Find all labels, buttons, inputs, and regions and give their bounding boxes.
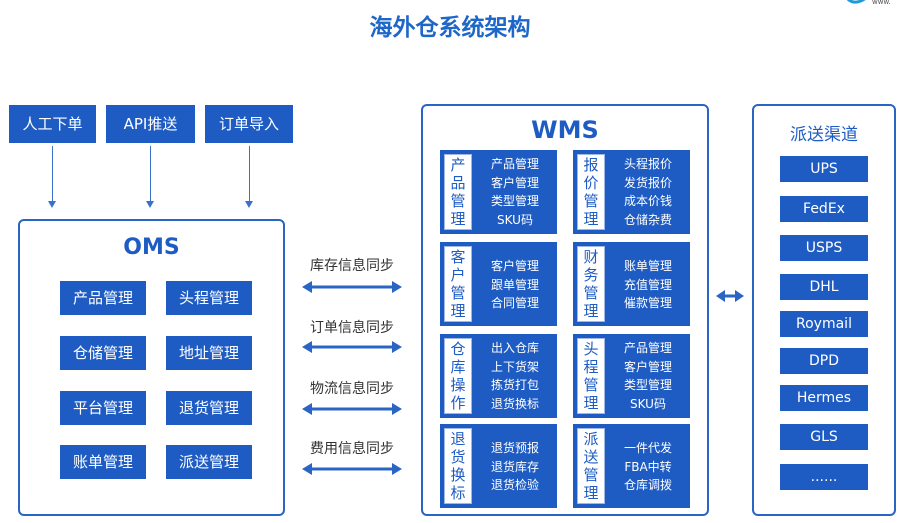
wms-title: WMS xyxy=(531,116,599,144)
double-arrow-icon xyxy=(716,290,744,302)
arrow-down-icon xyxy=(48,146,56,208)
carrier-item: FedEx xyxy=(780,196,868,222)
carrier-item: UPS xyxy=(780,156,868,182)
sync-label: 物流信息同步 xyxy=(310,381,394,397)
carrier-item: GLS xyxy=(780,424,868,450)
carrier-item: DHL xyxy=(780,274,868,300)
carrier-item: Hermes xyxy=(780,385,868,411)
svg-text:www.: www. xyxy=(872,0,891,6)
wms-group: 财务管理 账单管理充值管理催款管理 xyxy=(573,242,690,326)
oms-title: OMS xyxy=(123,235,180,260)
source-order-import: 订单导入 xyxy=(205,105,293,143)
carrier-item: ...... xyxy=(780,464,868,490)
wms-group-label: 头程管理 xyxy=(577,338,605,414)
wms-group-label: 客户管理 xyxy=(444,246,472,322)
wms-group-items: 客户管理跟单管理合同管理 xyxy=(490,259,539,310)
oms-module: 头程管理 xyxy=(166,281,252,315)
carrier-item: DPD xyxy=(780,348,868,374)
wms-group: 报价管理 头程报价发货报价成本价钱仓储杂费 xyxy=(573,150,690,234)
wms-group: 仓库操作 出入仓库上下货架拣货打包退货换标 xyxy=(440,334,557,418)
oms-module: 平台管理 xyxy=(60,391,146,425)
double-arrow-icon xyxy=(302,403,402,415)
wms-group: 退货换标 退货预报退货库存退货检验 xyxy=(440,424,557,508)
wms-group-label: 报价管理 xyxy=(577,154,605,230)
wms-group: 客户管理 客户管理跟单管理合同管理 xyxy=(440,242,557,326)
oms-module: 派送管理 xyxy=(166,445,252,479)
carrier-item: USPS xyxy=(780,235,868,261)
arrow-down-icon xyxy=(146,146,154,208)
double-arrow-icon xyxy=(302,341,402,353)
carrier-item: Roymail xyxy=(780,311,868,337)
logo-icon: www. xyxy=(846,0,891,6)
wms-group-label: 财务管理 xyxy=(577,246,605,322)
sync-label: 费用信息同步 xyxy=(310,441,394,457)
wms-group-label: 退货换标 xyxy=(444,428,472,504)
wms-group-label: 仓库操作 xyxy=(444,338,472,414)
double-arrow-icon xyxy=(302,281,402,293)
wms-group-label: 派送管理 xyxy=(577,428,605,504)
oms-panel: OMS 产品管理 头程管理 仓储管理 地址管理 平台管理 退货管理 账单管理 派… xyxy=(18,219,285,516)
wms-group-items: 退货预报退货库存退货检验 xyxy=(490,441,539,492)
wms-group-items: 头程报价发货报价成本价钱仓储杂费 xyxy=(623,157,672,227)
oms-module: 账单管理 xyxy=(60,445,146,479)
sync-label: 订单信息同步 xyxy=(310,320,394,336)
arrow-down-icon xyxy=(245,146,253,208)
oms-module: 地址管理 xyxy=(166,336,252,370)
double-arrow-icon xyxy=(302,463,402,475)
wms-group-items: 出入仓库上下货架拣货打包退货换标 xyxy=(490,341,539,411)
page-title: 海外仓系统架构 xyxy=(369,15,531,41)
channels-title: 派送渠道 xyxy=(790,125,858,145)
sync-label: 库存信息同步 xyxy=(310,258,394,274)
source-api-push: API推送 xyxy=(106,105,195,143)
wms-group-items: 账单管理充值管理催款管理 xyxy=(623,259,672,310)
wms-group-label: 产品管理 xyxy=(444,154,472,230)
oms-module: 仓储管理 xyxy=(60,336,146,370)
oms-module: 退货管理 xyxy=(166,391,252,425)
oms-module: 产品管理 xyxy=(60,281,146,315)
source-manual-order: 人工下单 xyxy=(9,105,96,143)
